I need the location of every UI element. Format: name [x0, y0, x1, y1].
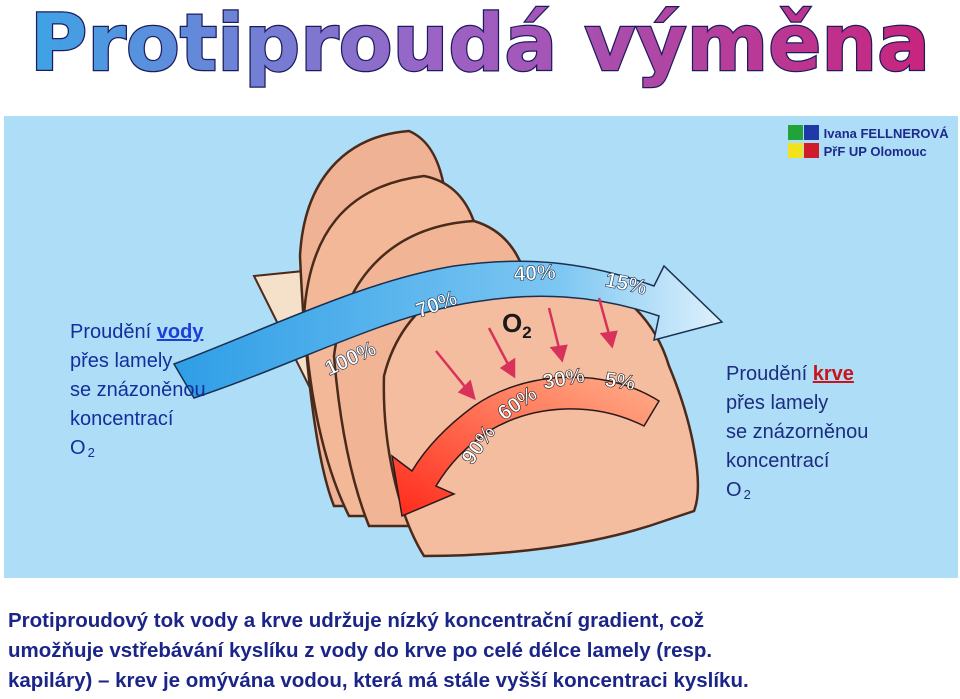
author-name: Ivana FELLNEROVÁ: [823, 126, 949, 141]
oxygen-diffusion-arrows: [435, 297, 618, 401]
oxygen-label: O2: [502, 308, 532, 342]
blood-flow-arrow: 90% 60% 30% 5%: [390, 364, 661, 518]
water-label-15: 15%: [603, 268, 649, 299]
blood-label-5: 5%: [603, 368, 637, 395]
gill-lamella-diagram: 90% 60% 30% 5% 100% 70% 40% 15% O2: [172, 129, 724, 558]
water-flow-caption: Proudění vody přes lamely se znázoněnou …: [70, 321, 206, 460]
summary-line-2: umožňuje vstřebávání kyslíku z vody do k…: [8, 639, 713, 662]
water-keyword: vody: [156, 321, 204, 343]
page-title: Protiproudá výměna: [29, 0, 932, 90]
summary-line-3: kapiláry) – krev je omývána vodou, která…: [8, 669, 749, 692]
summary-text: Protiproudový tok vody a krve udržuje ní…: [8, 606, 958, 696]
svg-text:Protiproudá výměna: Protiproudá výměna: [30, 0, 930, 89]
summary-line-1: Protiproudový tok vody a krve udržuje ní…: [8, 609, 705, 632]
blood-keyword: krve: [812, 363, 854, 385]
water-label-40: 40%: [513, 261, 557, 286]
author-institution: PřF UP Olomouc: [823, 144, 927, 159]
blood-flow-caption: Proudění krve přes lamely se znázorněnou…: [726, 363, 869, 502]
author-block: Ivana FELLNEROVÁ PřF UP Olomouc: [788, 125, 949, 161]
